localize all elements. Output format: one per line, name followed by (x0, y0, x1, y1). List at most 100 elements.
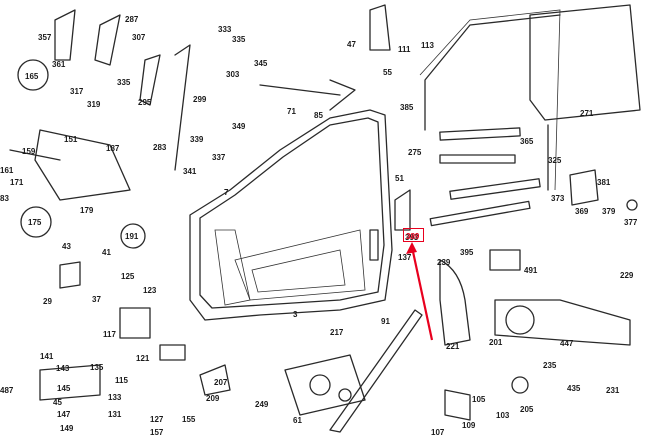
label-135: 135 (90, 363, 104, 372)
guide-rails (174, 44, 541, 227)
label-283: 283 (153, 143, 167, 152)
label-117: 117 (103, 330, 116, 339)
label-133: 133 (108, 393, 122, 402)
label-145: 145 (57, 384, 71, 393)
label-111: 111 (398, 45, 411, 54)
label-349: 349 (232, 122, 246, 131)
small-parts (9, 4, 638, 421)
label-207: 207 (214, 378, 228, 387)
label-275: 275 (408, 148, 422, 157)
label-103: 103 (496, 411, 510, 420)
label-157: 157 (150, 428, 164, 437)
label-149: 149 (60, 424, 74, 433)
label-37: 37 (92, 295, 101, 304)
label-155: 155 (182, 415, 196, 424)
label-379: 379 (602, 207, 616, 216)
label-51: 51 (395, 174, 404, 183)
label-71: 71 (287, 107, 296, 116)
window-glass (419, 4, 641, 191)
label-231: 231 (606, 386, 620, 395)
label-107: 107 (431, 428, 445, 437)
highlight-box-389 (403, 228, 424, 242)
label-239: 239 (437, 258, 451, 267)
label-105: 105 (472, 395, 486, 404)
label-171: 171 (10, 178, 24, 187)
label-235: 235 (543, 361, 557, 370)
label-221: 221 (446, 342, 460, 351)
label-47: 47 (347, 40, 356, 49)
label-83: 83 (0, 194, 9, 203)
label-175: 175 (28, 218, 42, 227)
label-151: 151 (64, 135, 78, 144)
label-357: 357 (38, 33, 52, 42)
label-159: 159 (22, 147, 36, 156)
label-377: 377 (624, 218, 638, 227)
label-385: 385 (400, 103, 414, 112)
label-61: 61 (293, 416, 302, 425)
label-395: 395 (460, 248, 474, 257)
label-109: 109 (462, 421, 476, 430)
label-361: 361 (52, 60, 66, 69)
label-307: 307 (132, 33, 146, 42)
label-3: 3 (293, 310, 298, 319)
label-29: 29 (43, 297, 52, 306)
label-341: 341 (183, 167, 197, 176)
label-447: 447 (560, 339, 574, 348)
label-303: 303 (226, 70, 240, 79)
label-299: 299 (193, 95, 207, 104)
label-205: 205 (520, 405, 534, 414)
label-345: 345 (254, 59, 268, 68)
label-191: 191 (125, 232, 139, 241)
label-335: 335 (117, 78, 131, 87)
label-333: 333 (218, 25, 232, 34)
highlight-arrow (406, 242, 434, 341)
label-373: 373 (551, 194, 565, 203)
label-369: 369 (575, 207, 589, 216)
label-491: 491 (524, 266, 538, 275)
label-325: 325 (548, 156, 562, 165)
label-161: 161 (0, 166, 14, 175)
label-187: 187 (106, 144, 120, 153)
label-339: 339 (190, 135, 204, 144)
label-43: 43 (62, 242, 71, 251)
label-319: 319 (87, 100, 101, 109)
label-287: 287 (125, 15, 139, 24)
label-137: 137 (398, 253, 412, 262)
label-337: 337 (212, 153, 226, 162)
label-165: 165 (25, 72, 39, 81)
label-393: 393 (405, 233, 419, 242)
label-435: 435 (567, 384, 581, 393)
label-201: 201 (489, 338, 503, 347)
label-209: 209 (206, 394, 220, 403)
label-147: 147 (57, 410, 71, 419)
label-143: 143 (56, 364, 70, 373)
label-113: 113 (421, 41, 434, 50)
door-frame (189, 109, 393, 321)
label-365: 365 (520, 137, 534, 146)
label-121: 121 (136, 354, 150, 363)
label-249: 249 (255, 400, 269, 409)
label-381: 381 (597, 178, 611, 187)
label-295: 295 (138, 98, 152, 107)
label-335b: 335 (232, 35, 246, 44)
label-115: 115 (115, 376, 128, 385)
label-389: 389 (406, 232, 420, 241)
label-271: 271 (580, 109, 594, 118)
label-179: 179 (80, 206, 94, 215)
label-41: 41 (102, 248, 111, 257)
label-91: 91 (381, 317, 390, 326)
label-85: 85 (314, 111, 323, 120)
label-229: 229 (620, 271, 634, 280)
label-141: 141 (40, 352, 54, 361)
label-217: 217 (330, 328, 344, 337)
label-131: 131 (108, 410, 122, 419)
label-123: 123 (143, 286, 157, 295)
window-regulator (284, 249, 631, 433)
label-487: 487 (0, 386, 14, 395)
label-7: 7 (224, 188, 229, 197)
label-55: 55 (383, 68, 392, 77)
label-317: 317 (70, 87, 84, 96)
label-45: 45 (53, 398, 62, 407)
label-127: 127 (150, 415, 164, 424)
